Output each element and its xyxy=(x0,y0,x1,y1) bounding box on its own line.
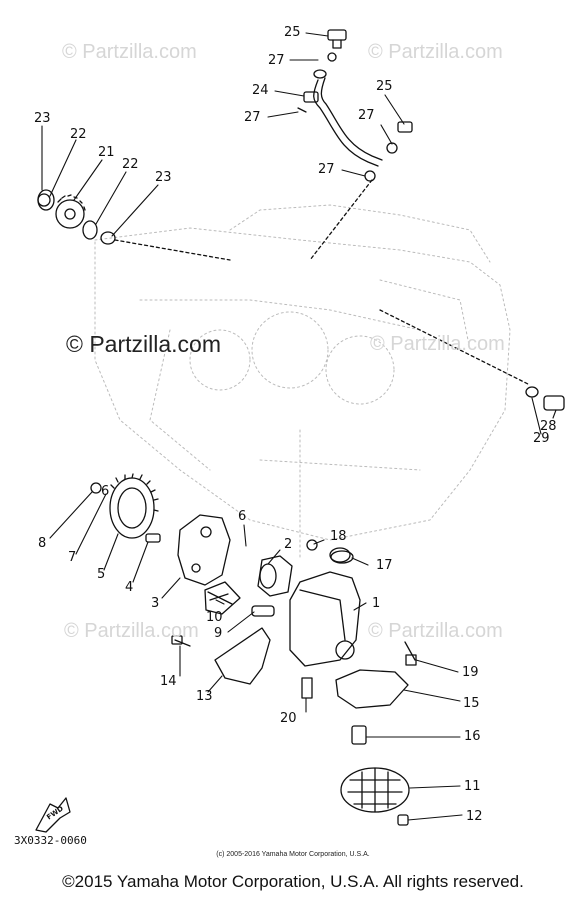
callout-3: 3 xyxy=(151,596,160,611)
callout-6-left: 6 xyxy=(101,484,110,499)
watermark-low-left: © Partzilla.com xyxy=(64,620,199,642)
callout-10: 10 xyxy=(206,610,223,625)
watermark-center: © Partzilla.com xyxy=(66,331,221,357)
gear-stack-left xyxy=(37,189,231,261)
callout-23-top: 23 xyxy=(34,111,51,126)
callout-4: 4 xyxy=(125,580,134,595)
leader-lines xyxy=(41,32,557,821)
callout-22-top: 22 xyxy=(70,127,87,142)
callout-27-right: 27 xyxy=(358,108,375,123)
callout-13: 13 xyxy=(196,689,213,704)
callout-14: 14 xyxy=(160,674,177,689)
callout-11: 11 xyxy=(464,779,481,794)
callout-5: 5 xyxy=(97,567,106,582)
callout-27-left: 27 xyxy=(244,110,261,125)
callout-25-top: 25 xyxy=(284,25,301,40)
callout-25-right: 25 xyxy=(376,79,393,94)
watermark-top-left: © Partzilla.com xyxy=(62,41,197,63)
callout-6-mid: 6 xyxy=(238,509,247,524)
callout-27-lower: 27 xyxy=(318,162,335,177)
callout-12: 12 xyxy=(466,809,483,824)
callout-9: 9 xyxy=(214,626,223,641)
callout-20: 20 xyxy=(280,711,297,726)
watermark-mid-right: © Partzilla.com xyxy=(370,333,505,355)
part-code: 3X0332-0060 xyxy=(14,834,87,847)
oil-pump-assembly xyxy=(90,309,565,826)
callout-1: 1 xyxy=(372,596,381,611)
callout-17: 17 xyxy=(376,558,393,573)
callout-22-lower: 22 xyxy=(122,157,139,172)
callout-27-top: 27 xyxy=(268,53,285,68)
callout-18: 18 xyxy=(330,529,347,544)
copyright-small: (c) 2005-2016 Yamaha Motor Corporation, … xyxy=(216,851,370,858)
oil-delivery-pipe xyxy=(297,29,413,261)
callout-8: 8 xyxy=(38,536,47,551)
watermark-low-right: © Partzilla.com xyxy=(368,620,503,642)
watermark-top-right: © Partzilla.com xyxy=(368,41,503,63)
callout-24: 24 xyxy=(252,83,269,98)
callout-15: 15 xyxy=(463,696,480,711)
engine-ghost-outline xyxy=(94,204,511,561)
callout-21: 21 xyxy=(98,145,115,160)
callout-23-lower: 23 xyxy=(155,170,172,185)
callout-29: 29 xyxy=(533,431,550,446)
callout-7: 7 xyxy=(68,550,77,565)
callout-28: 28 xyxy=(540,419,557,434)
fwd-arrow xyxy=(35,797,71,833)
callout-2: 2 xyxy=(284,537,293,552)
copyright-main: ©2015 Yamaha Motor Corporation, U.S.A. A… xyxy=(62,872,524,891)
callout-19: 19 xyxy=(462,665,479,680)
callout-16: 16 xyxy=(464,729,481,744)
